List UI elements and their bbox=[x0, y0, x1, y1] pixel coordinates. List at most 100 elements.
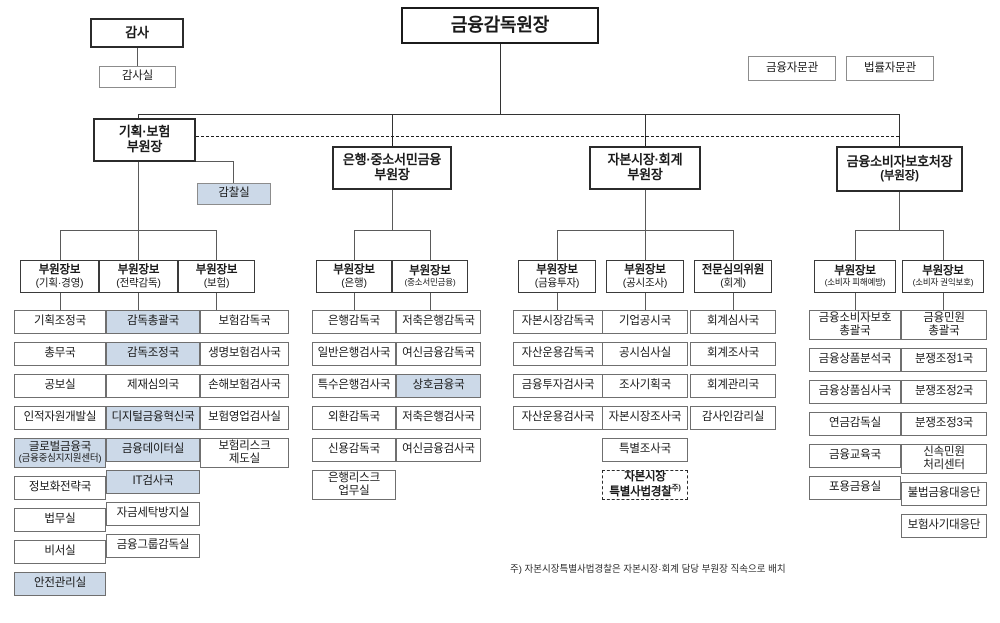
unit-box-c8-r4[interactable]: 금융교육국 bbox=[809, 444, 901, 468]
unit-label2-c9-r4: 처리센터 bbox=[923, 459, 965, 471]
unit-box-c2-r0[interactable]: 보험감독국 bbox=[200, 310, 289, 334]
unit-box-c1-r2[interactable]: 제재심의국 bbox=[106, 374, 200, 398]
unit-box-c6-r1[interactable]: 공시심사실 bbox=[602, 342, 688, 366]
unit-box-c8-r5[interactable]: 포용금융실 bbox=[809, 476, 901, 500]
unit-box-c4-r3[interactable]: 저축은행검사국 bbox=[396, 406, 481, 430]
unit-box-c7-r2[interactable]: 회계관리국 bbox=[690, 374, 776, 398]
colhead-box-5[interactable]: 부원장보 (금융투자) bbox=[518, 260, 596, 293]
colhead-box-8[interactable]: 부원장보 (소비자 피해예방) bbox=[814, 260, 896, 293]
unit-box-c0-r7[interactable]: 비서실 bbox=[14, 540, 106, 564]
unit-label-c7-r2: 회계관리국 bbox=[707, 379, 759, 392]
unit-box-c2-r1[interactable]: 생명보험검사국 bbox=[200, 342, 289, 366]
unit-box-c4-r4[interactable]: 여신금융검사국 bbox=[396, 438, 481, 462]
unit-footnote-mark-c6-r5: 주) bbox=[671, 483, 681, 493]
unit-box-c3-r3[interactable]: 외환감독국 bbox=[312, 406, 396, 430]
unit-box-c0-r5[interactable]: 정보화전략국 bbox=[14, 476, 106, 500]
colhead-box-7[interactable]: 전문심의위원 (회계) bbox=[694, 260, 772, 293]
unit-box-c0-r6[interactable]: 법무실 bbox=[14, 508, 106, 532]
unit-box-c0-r1[interactable]: 총무국 bbox=[14, 342, 106, 366]
unit-box-c2-r3[interactable]: 보험영업검사실 bbox=[200, 406, 289, 430]
unit-box-c4-r0[interactable]: 저축은행감독국 bbox=[396, 310, 481, 334]
unit-box-c7-r1[interactable]: 회계조사국 bbox=[690, 342, 776, 366]
unit-box-c5-r2[interactable]: 금융투자검사국 bbox=[513, 374, 603, 398]
unit-label-c1-r6: 자금세탁방지실 bbox=[116, 507, 190, 520]
unit-box-c0-r8[interactable]: 안전관리실 bbox=[14, 572, 106, 596]
unit-box-c5-r3[interactable]: 자산운용검사국 bbox=[513, 406, 603, 430]
inspection-office-box[interactable]: 감찰실 bbox=[197, 183, 271, 205]
unit-box-c8-r1[interactable]: 금융상품분석국 bbox=[809, 348, 901, 372]
unit-label-c9-r2: 분쟁조정2국 bbox=[914, 385, 974, 398]
colhead-box-3[interactable]: 부원장보 (은행) bbox=[316, 260, 392, 293]
unit-box-c5-r0[interactable]: 자본시장감독국 bbox=[513, 310, 603, 334]
unit-box-c6-r3[interactable]: 자본시장조사국 bbox=[602, 406, 688, 430]
unit-label-c3-r3: 외환감독국 bbox=[328, 411, 380, 424]
connector-group2-drop-2 bbox=[430, 230, 431, 260]
unit-box-c7-r3[interactable]: 감사인감리실 bbox=[690, 406, 776, 430]
unit-box-c1-r1[interactable]: 감독조정국 bbox=[106, 342, 200, 366]
unit-box-c9-r6[interactable]: 보험사기대응단 bbox=[901, 514, 987, 538]
deputy-label-line2-0: 부원장 bbox=[126, 139, 163, 154]
deputy-box-banking-sme[interactable]: 은행·중소서민금융 부원장 bbox=[332, 146, 452, 190]
colhead-line1-5: 부원장보 bbox=[536, 263, 578, 276]
unit-box-c3-r1[interactable]: 일반은행검사국 bbox=[312, 342, 396, 366]
unit-label-c6-r2: 조사기획국 bbox=[619, 379, 671, 392]
colhead-box-2[interactable]: 부원장보 (보험) bbox=[178, 260, 255, 293]
unit-box-c9-r1[interactable]: 분쟁조정1국 bbox=[901, 348, 987, 372]
connector-group4-drop-1 bbox=[855, 230, 856, 260]
unit-box-c1-r7[interactable]: 금융그룹감독실 bbox=[106, 534, 200, 558]
org-head-box[interactable]: 금융감독원장 bbox=[401, 7, 599, 44]
unit-box-c1-r6[interactable]: 자금세탁방지실 bbox=[106, 502, 200, 526]
colhead-box-1[interactable]: 부원장보 (전략감독) bbox=[99, 260, 178, 293]
unit-box-c1-r0[interactable]: 감독총괄국 bbox=[106, 310, 200, 334]
colhead-box-6[interactable]: 부원장보 (공시조사) bbox=[606, 260, 684, 293]
unit-box-c3-r2[interactable]: 특수은행검사국 bbox=[312, 374, 396, 398]
unit-box-c2-r2[interactable]: 손해보험검사국 bbox=[200, 374, 289, 398]
unit-box-c1-r3[interactable]: 디지털금융혁신국 bbox=[106, 406, 200, 430]
unit-box-c1-r4[interactable]: 금융데이터실 bbox=[106, 438, 200, 462]
unit-box-c9-r3[interactable]: 분쟁조정3국 bbox=[901, 412, 987, 436]
unit-box-c0-r2[interactable]: 공보실 bbox=[14, 374, 106, 398]
unit-box-c8-r2[interactable]: 금융상품심사국 bbox=[809, 380, 901, 404]
unit-label-c0-r4: 글로벌금융국 bbox=[28, 440, 92, 453]
unit-box-c3-r4[interactable]: 신용감독국 bbox=[312, 438, 396, 462]
audit-head-box[interactable]: 감사 bbox=[90, 18, 184, 48]
unit-box-c0-r4[interactable]: 글로벌금융국(금융중심지지원센터) bbox=[14, 438, 106, 468]
colhead-box-0[interactable]: 부원장보 (기획·경영) bbox=[20, 260, 99, 293]
deputy-box-planning-insurance[interactable]: 기획·보험 부원장 bbox=[93, 118, 196, 162]
unit-box-c9-r5[interactable]: 불법금융대응단 bbox=[901, 482, 987, 506]
colhead-box-9[interactable]: 부원장보 (소비자 권익보호) bbox=[902, 260, 984, 293]
deputy-box-consumer-protection[interactable]: 금융소비자보호처장 (부원장) bbox=[836, 146, 963, 192]
unit-label2-c8-r0: 총괄국 bbox=[839, 325, 871, 337]
unit-box-c6-r0[interactable]: 기업공시국 bbox=[602, 310, 688, 334]
unit-box-c6-r4[interactable]: 특별조사국 bbox=[602, 438, 688, 462]
advisor-box-financial[interactable]: 금융자문관 bbox=[748, 56, 836, 81]
unit-box-c9-r2[interactable]: 분쟁조정2국 bbox=[901, 380, 987, 404]
audit-unit-label: 감사실 bbox=[121, 70, 154, 83]
unit-box-c0-r0[interactable]: 기획조정국 bbox=[14, 310, 106, 334]
colhead-line2-8: (소비자 피해예방) bbox=[824, 277, 886, 288]
unit-box-c0-r3[interactable]: 인적자원개발실 bbox=[14, 406, 106, 430]
unit-box-c5-r1[interactable]: 자산운용감독국 bbox=[513, 342, 603, 366]
colhead-box-4[interactable]: 부원장보 (중소서민금융) bbox=[392, 260, 468, 293]
unit-box-c7-r0[interactable]: 회계심사국 bbox=[690, 310, 776, 334]
unit-box-c8-r3[interactable]: 연금감독실 bbox=[809, 412, 901, 436]
audit-unit-box[interactable]: 감사실 bbox=[99, 66, 176, 88]
unit-label-c0-r3: 인적자원개발실 bbox=[23, 411, 97, 424]
advisor-box-legal[interactable]: 법률자문관 bbox=[846, 56, 934, 81]
unit-box-c1-r5[interactable]: IT검사국 bbox=[106, 470, 200, 494]
unit-box-c4-r1[interactable]: 여신금융감독국 bbox=[396, 342, 481, 366]
unit-label-c1-r2: 제재심의국 bbox=[127, 379, 179, 392]
unit-label-c8-r0: 금융소비자보호 bbox=[818, 311, 892, 324]
unit-label-c3-r0: 은행감독국 bbox=[328, 315, 380, 328]
unit-box-c6-r2[interactable]: 조사기획국 bbox=[602, 374, 688, 398]
unit-box-c4-r2[interactable]: 상호금융국 bbox=[396, 374, 481, 398]
unit-box-c3-r0[interactable]: 은행감독국 bbox=[312, 310, 396, 334]
deputy-box-capital-accounting[interactable]: 자본시장·회계 부원장 bbox=[589, 146, 701, 190]
colhead-line2-5: (금융투자) bbox=[534, 277, 580, 290]
